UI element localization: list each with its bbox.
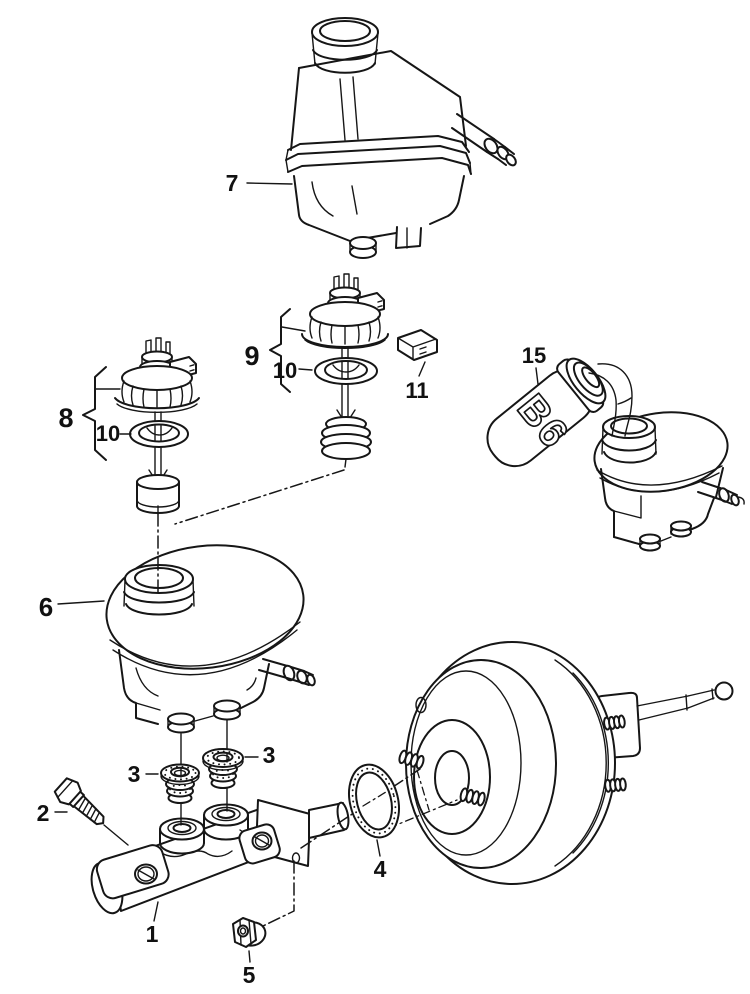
callout-1: 1: [146, 921, 159, 947]
master-cylinder-drawing: [90, 799, 350, 922]
reservoir-6-spout: [258, 658, 316, 687]
bolt-drawing: [53, 777, 129, 846]
callout-11: 11: [405, 378, 428, 403]
small-reservoir-drawing: [593, 411, 745, 552]
servo-mounting-studs: [398, 749, 486, 811]
reservoir-6-neck: [123, 564, 195, 616]
callout-6: 6: [39, 592, 53, 622]
grommets-drawing: [160, 719, 244, 826]
cylinder-port-front: [159, 817, 205, 855]
brake-servo-drawing: [398, 641, 734, 885]
grommet-left: [160, 763, 200, 804]
callout-3-right: 3: [263, 742, 276, 768]
callout-15: 15: [522, 343, 546, 368]
o-ring-left: [129, 420, 189, 448]
servo-rear-studs: [603, 714, 627, 793]
callout-2: 2: [37, 800, 50, 826]
callout-4: 4: [374, 856, 387, 882]
seal-drawing: [300, 763, 458, 857]
reservoir-cap-center-drawing: [301, 273, 438, 468]
reservoir-6-drawing: [105, 544, 316, 734]
callouts: 7 8 10 9 10 11 15 6 3 3 2 1 4 5: [37, 170, 547, 988]
reservoir-spout: [451, 113, 517, 167]
filler-cap-center: [301, 273, 389, 350]
callout-9: 9: [244, 341, 259, 371]
callout-10-center: 10: [273, 358, 297, 383]
cylinder-mount-lug-right: [238, 823, 281, 865]
callout-10-left: 10: [96, 421, 120, 446]
callout-8: 8: [58, 403, 73, 433]
reservoir-cap-left-drawing: [114, 337, 200, 514]
pour-stream: [588, 363, 633, 437]
grommet-right: [202, 748, 244, 789]
callout-5: 5: [243, 962, 256, 988]
fluid-reservoir-drawing: [285, 17, 517, 259]
reservoir-neck: [311, 17, 379, 74]
nut-drawing: [232, 860, 295, 963]
small-reservoir-spout: [697, 481, 745, 507]
assembly-center-lines: [157, 469, 345, 595]
filler-cap-left: [114, 337, 200, 414]
servo-push-rod: [636, 681, 734, 721]
cylinder-port-rear: [203, 803, 249, 841]
callout-7: 7: [226, 170, 239, 196]
callout-3-left: 3: [128, 761, 141, 787]
connector-plug-drawing: [397, 329, 438, 377]
float-center: [320, 409, 372, 468]
small-reservoir-neck: [601, 415, 657, 464]
o-ring-center: [314, 357, 378, 385]
cylinder-mount-lug-left: [95, 844, 170, 900]
